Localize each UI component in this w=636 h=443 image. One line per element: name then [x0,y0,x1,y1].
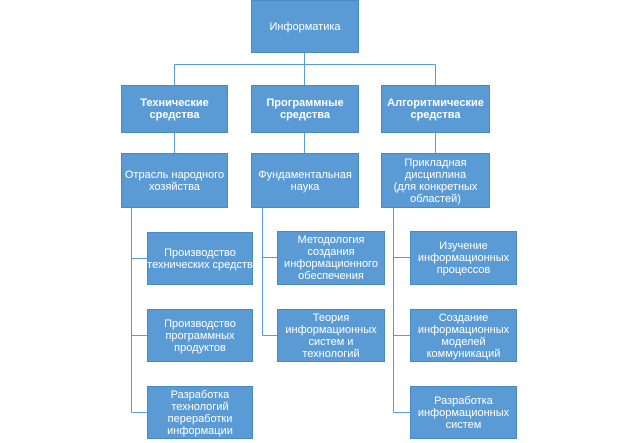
area-node-economy: Отрасль народного хозяйства [121,153,228,208]
item-node-system-development: Разработка информационных систем [410,386,517,439]
connector-branch-to-area [174,133,436,153]
item-node-hardware-production: Производство технических средств [147,232,253,285]
connector-root-to-branches [174,53,436,85]
branch-node-technical: Технические средства [121,85,228,133]
area-node-applied-discipline: Прикладная дисциплина (для конкретных об… [381,153,490,208]
item-node-model-creation: Создание информационных моделей коммуник… [410,309,517,362]
item-node-process-study: Изучение информационных процессов [410,231,517,285]
root-node: Информатика [251,0,359,53]
item-node-is-theory: Теория информационных систем и технологи… [277,309,385,362]
item-node-software-production: Производство программных продуктов [147,309,253,362]
connector-area-2-to-items [262,208,277,336]
area-node-fundamental-science: Фундаментальная наука [251,153,359,208]
item-node-methodology: Методология создания информационного обе… [277,231,385,285]
connector-area-1-to-items [131,208,147,413]
branch-node-algorithmic: Алгоритмические средства [381,85,490,133]
connector-area-3-to-items [393,208,410,413]
branch-node-software: Программные средства [251,85,359,133]
item-node-processing-technologies: Разработка технологий переработки информ… [147,386,253,439]
